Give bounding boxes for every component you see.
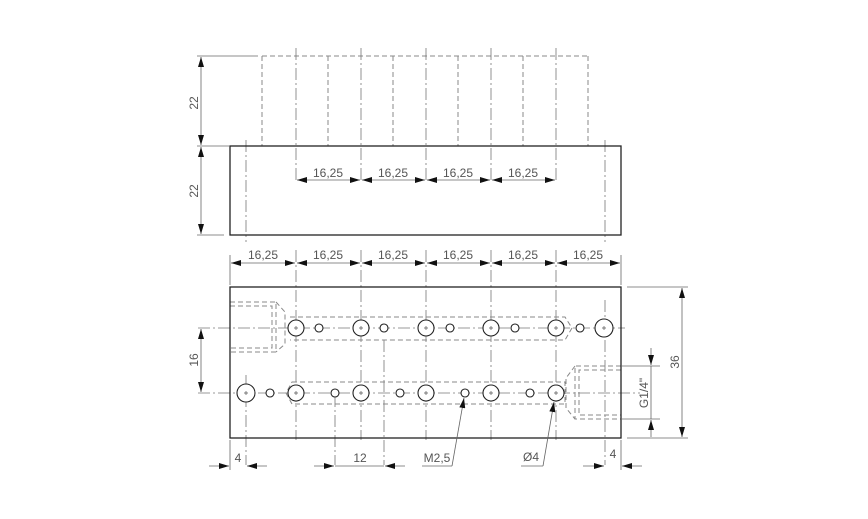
- top-pitch-dimensions: [229, 255, 622, 285]
- hidden-channels: [230, 301, 621, 420]
- small-hole: [510, 323, 520, 333]
- side-pitch-label: 16,25: [508, 166, 538, 180]
- top-pitch-label: 16,25: [378, 248, 408, 262]
- lower-height-label: 22: [187, 184, 201, 198]
- small-hole: [575, 323, 585, 333]
- small-hole: [379, 323, 389, 333]
- small-hole: [460, 388, 470, 398]
- small-hole: [265, 388, 275, 398]
- centerlines: [245, 48, 606, 242]
- top-view: 16,25 16,25 16,25 16,25 16,25 16,25: [187, 248, 688, 470]
- top-pitch-label: 16,25: [313, 248, 343, 262]
- upper-height-label: 22: [187, 96, 201, 110]
- small-hole: [395, 388, 405, 398]
- side-view: 22 22 16,25 16,25 16,25 16,25: [187, 48, 622, 242]
- small-hole: [314, 323, 324, 333]
- overall-width-dimension: [627, 286, 688, 439]
- port-thread-dimension: [621, 348, 660, 437]
- hidden-fittings: [261, 55, 589, 146]
- diameter-callout: Ø4: [523, 450, 539, 464]
- small-hole: [330, 388, 340, 398]
- holes: [236, 318, 614, 403]
- top-pitch-label: 16,25: [508, 248, 538, 262]
- top-pitch-label: 16,25: [248, 248, 278, 262]
- side-pitch-label: 16,25: [313, 166, 343, 180]
- row-spacing-label: 16: [187, 353, 201, 367]
- height-dimensions: [197, 55, 258, 236]
- side-pitch-label: 16,25: [378, 166, 408, 180]
- small-hole: [525, 388, 535, 398]
- small-hole-spacing-label: 12: [353, 451, 367, 465]
- side-pitch-label: 16,25: [443, 166, 473, 180]
- top-centerlines: [198, 250, 640, 465]
- small-hole: [445, 323, 455, 333]
- top-pitch-label: 16,25: [443, 248, 473, 262]
- right-offset-label: 4: [610, 447, 617, 461]
- top-view-block: [229, 286, 622, 439]
- bottom-dimensions: [209, 397, 642, 470]
- hole-center-marks: [244, 326, 606, 395]
- left-offset-label: 4: [235, 451, 242, 465]
- side-view-block: [229, 145, 622, 236]
- overall-width-label: 36: [668, 355, 682, 369]
- m25-callout: M2,5: [424, 451, 451, 465]
- top-pitch-label: 16,25: [573, 248, 603, 262]
- port-thread-label: G1/4": [637, 378, 651, 408]
